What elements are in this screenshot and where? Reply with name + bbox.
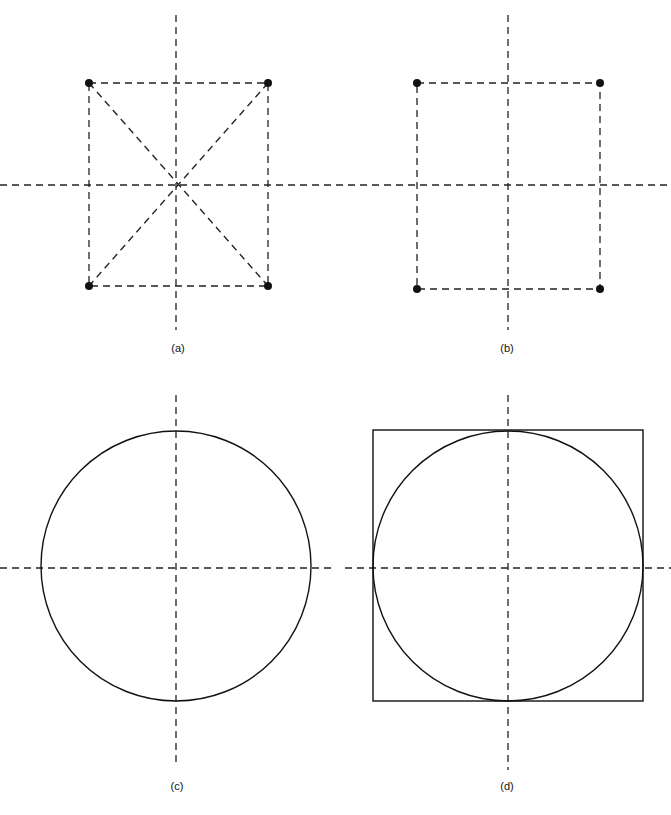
center-line (0, 184, 671, 185)
corner-dot (264, 282, 272, 290)
diagonal-line (89, 83, 268, 286)
dashed-square (89, 83, 268, 286)
panel-label: (b) (500, 342, 513, 354)
center-line (175, 15, 176, 330)
corner-dot (596, 285, 604, 293)
circle-outline (373, 431, 643, 701)
corner-dot (85, 79, 93, 87)
center-line (345, 567, 671, 568)
corner-dot (413, 285, 421, 293)
panel-label: (a) (171, 342, 184, 354)
corner-dot (413, 79, 421, 87)
corner-dot (85, 282, 93, 290)
center-line (507, 395, 508, 770)
center-line (175, 395, 176, 762)
panel-label: (d) (500, 780, 513, 792)
dashed-square (417, 83, 600, 289)
center-line (507, 15, 508, 330)
circle-outline (41, 431, 311, 701)
corner-dot (264, 79, 272, 87)
panel-label: (c) (171, 780, 184, 792)
diagonal-line (89, 83, 268, 286)
square-outline (373, 430, 643, 701)
corner-dot (596, 79, 604, 87)
center-line (0, 567, 335, 568)
